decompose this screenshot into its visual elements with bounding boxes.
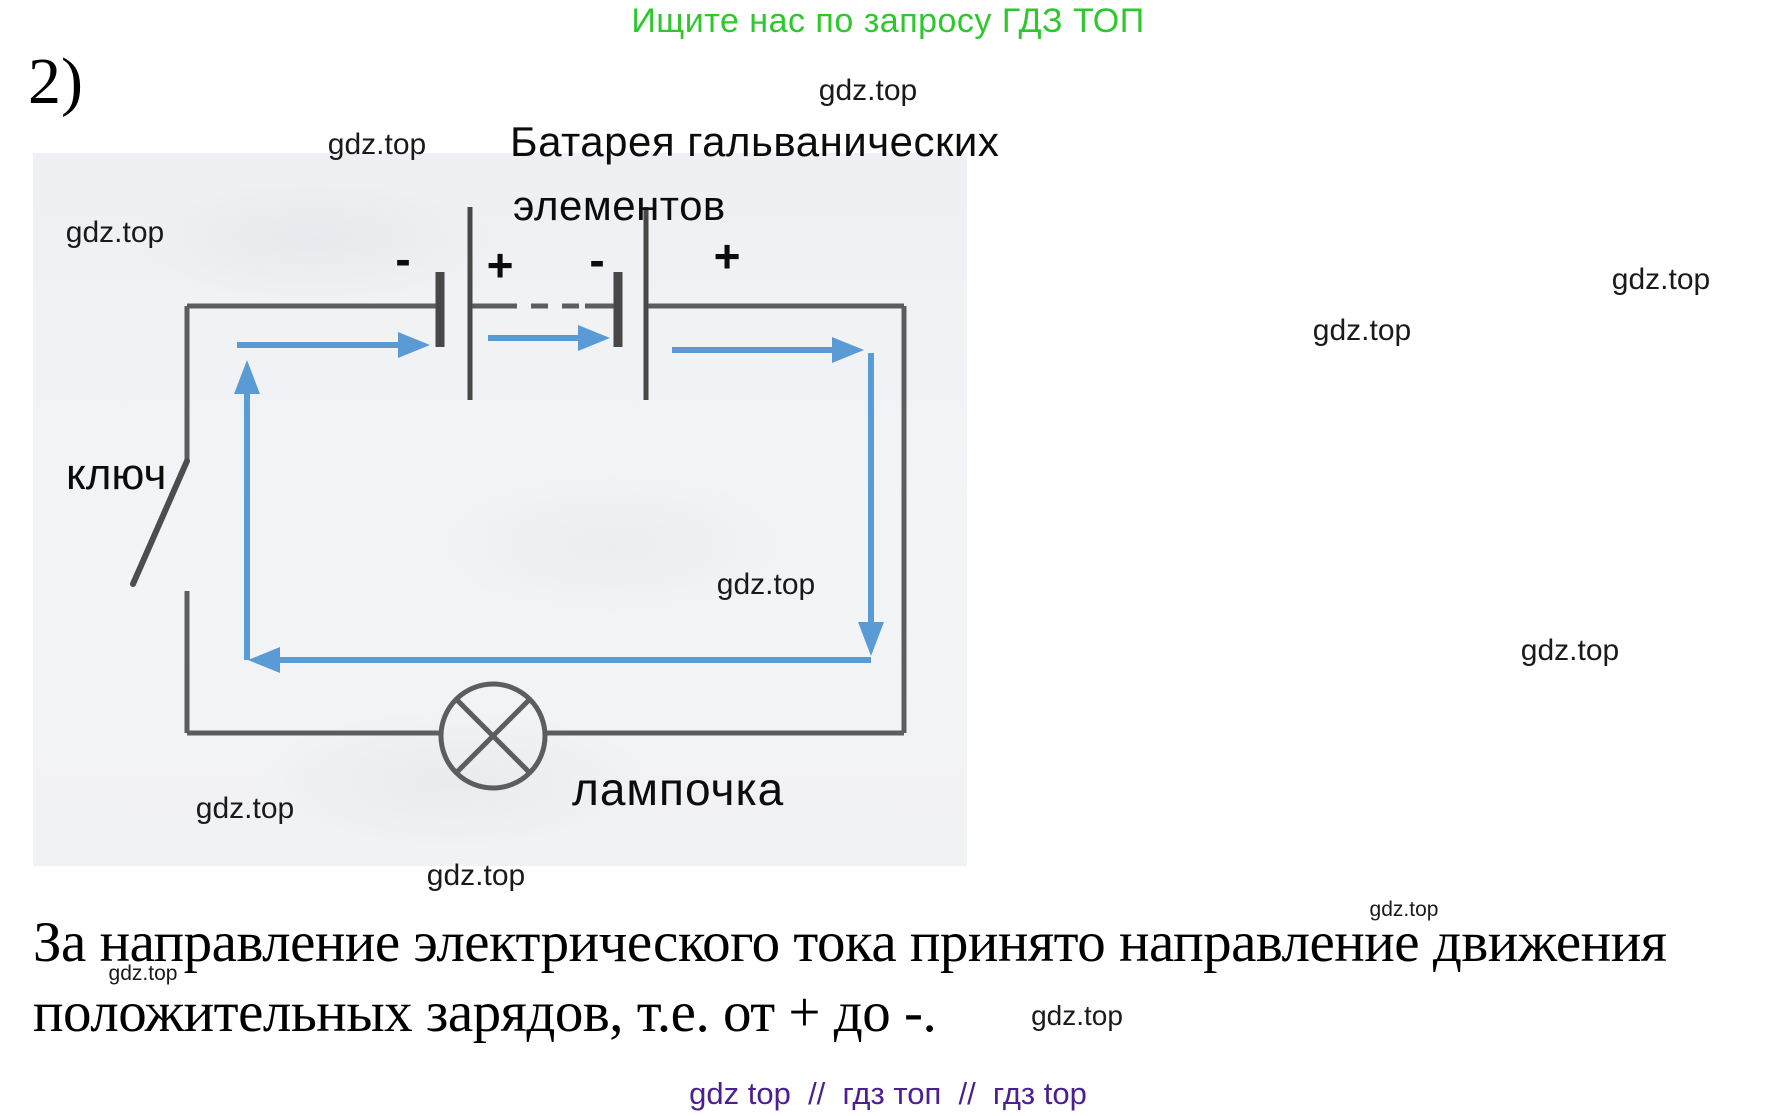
watermark-gdztop-small: gdz.top (108, 962, 178, 985)
watermark-gdztop: gdz.top (1520, 634, 1620, 667)
lamp-circle (438, 681, 548, 791)
watermark-gdztop: gdz.top (426, 859, 526, 892)
watermark-gdztop: gdz.top (327, 128, 427, 161)
polarity-plus-2: + (713, 230, 741, 282)
battery-cell-1-negative-plate (435, 272, 445, 347)
current-arrow-top3-head (832, 337, 864, 363)
current-arrow-right-head (858, 622, 884, 656)
battery-cell-2-positive-plate (643, 207, 649, 400)
watermark-gdztop-small: gdz.top (1369, 898, 1439, 921)
watermark-gdztop: gdz.top (716, 568, 816, 601)
watermark-gdztop: gdz.top (195, 792, 295, 825)
watermark-gdztop: gdz.top (1312, 314, 1412, 347)
watermark-gdztop: gdz.top (1031, 1000, 1123, 1031)
footer-links: gdz top // гдз топ // гдз top (689, 1076, 1087, 1111)
current-arrow-left-head (234, 360, 260, 394)
current-arrow-bottom-head (248, 647, 280, 673)
explanation-line1: За направление электрического тока приня… (33, 911, 1667, 974)
battery-cell-1-positive-plate (467, 207, 473, 400)
polarity-plus-1: + (486, 239, 514, 291)
switch-open-blade (130, 458, 190, 587)
current-arrow-top1-head (398, 332, 430, 358)
battery-label-line1: Батарея гальванических (510, 118, 1000, 165)
battery-label-line2: элементов (513, 182, 726, 229)
exercise-number: 2) (28, 45, 83, 118)
lamp-label: лампочка (572, 763, 785, 815)
watermark-gdztop: gdz.top (818, 74, 918, 107)
switch-label: ключ (66, 450, 167, 499)
promo-banner: Ищите нас по запросу ГДЗ ТОП (631, 2, 1145, 40)
watermark-gdztop: gdz.top (65, 216, 165, 249)
polarity-minus-1: - (395, 233, 411, 285)
explanation-line2: положительных зарядов, т.е. от + до -. (33, 981, 937, 1044)
diagram-panel (33, 153, 967, 866)
battery-cell-2-negative-plate (613, 272, 623, 347)
polarity-minus-2: - (589, 234, 605, 286)
current-arrow-top2-head (578, 325, 610, 351)
watermark-gdztop: gdz.top (1611, 263, 1711, 296)
lamp-cross (454, 697, 532, 775)
